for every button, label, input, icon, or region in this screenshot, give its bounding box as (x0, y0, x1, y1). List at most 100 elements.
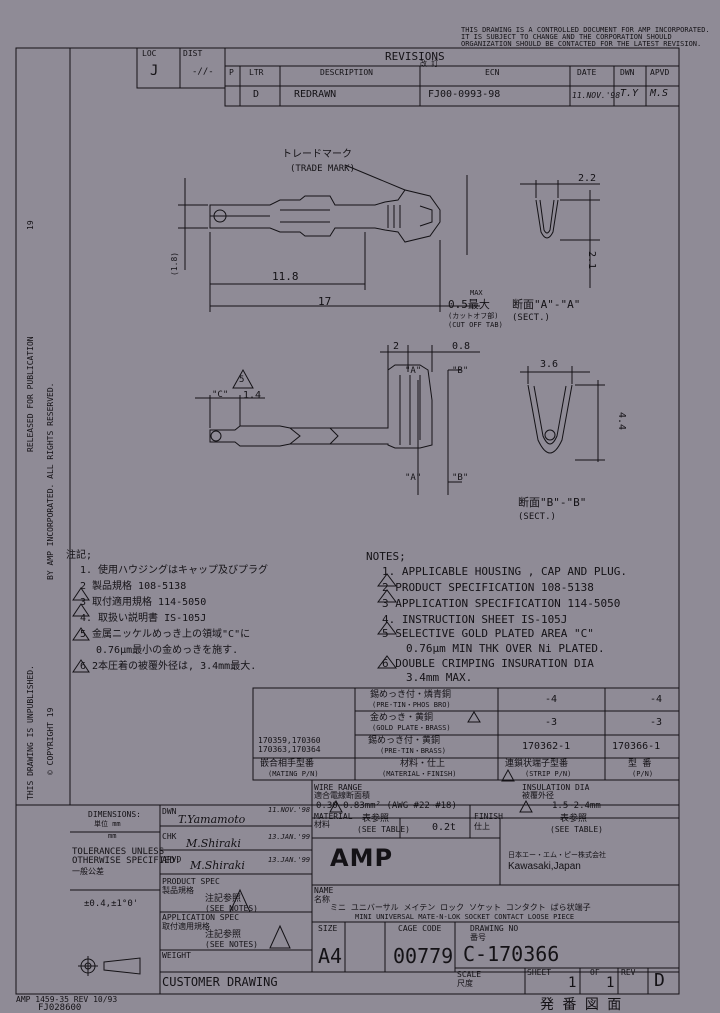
part-name: MINI UNIVERSAL MATE-N-LOK SOCKET CONTACT… (355, 913, 575, 921)
note-en-4: 4. INSTRUCTION SHEET IS-105J (382, 613, 568, 626)
chk-signature: M.Shiraki (186, 837, 241, 850)
max-label: MAX (470, 289, 483, 297)
apvd-label: APVD (162, 855, 182, 864)
section-bb-sect: (SECT.) (518, 512, 556, 522)
insulation-dia-value: 1.5~2.4mm (552, 801, 601, 811)
parts-table-lines (252, 687, 680, 781)
dimensions-jp: 単位 mm (94, 820, 121, 828)
row2-material: (GOLD PLATE・BRASS) (372, 724, 451, 732)
controlled-doc-notice-2: IT IS SUBJECT TO CHANGE AND THE CORPORAT… (461, 33, 672, 41)
dim-0-8: 0.8 (452, 341, 471, 352)
dim-11-8: 11.8 (272, 270, 299, 283)
product-spec-jp: 製品規格 (162, 886, 194, 895)
customer-drawing-label: CUSTOMER DRAWING (162, 975, 278, 989)
trade-mark-jp: トレードマーク (282, 149, 352, 160)
notes-en-title: NOTES; (366, 550, 406, 563)
tolerances-2: OTHERWISE SPECIFIED: (72, 856, 181, 866)
controlled-doc-notice-1: THIS DRAWING IS A CONTROLLED DOCUMENT FO… (461, 26, 710, 34)
drawing-stamp-jp: 発 番 図 面 (540, 997, 622, 1013)
rev-header-ecn: ECN (485, 68, 500, 77)
rev-header-apvd: APVD (650, 68, 670, 77)
dwn-label: DWN (162, 807, 177, 816)
revisions-title-jp: 改 訂 (420, 60, 439, 68)
dist-label: DIST (183, 49, 203, 58)
rev-row-apvd: M.S (650, 88, 669, 99)
cut-off-tab-jp: (カットオフ部) (448, 312, 499, 320)
row3-pn: 170366-1 (612, 741, 661, 752)
cut-off-tab-label: (CUT OFF TAB) (448, 321, 503, 329)
sheet-value: 1 (568, 975, 577, 991)
name-jp-label: 名称 (314, 895, 330, 904)
row1-pn: -4 (650, 694, 663, 705)
note-5-triangle (232, 368, 254, 389)
form-code: FJ028600 (38, 1003, 82, 1013)
dwn-date: 11.NOV.'98 (268, 806, 311, 814)
rev-header-date: DATE (577, 68, 597, 77)
finish-label: FINISH (474, 812, 503, 821)
product-spec-ref: (SEE NOTES) (205, 904, 258, 913)
revisions-title: REVISIONS (385, 50, 445, 63)
note-5-ref: 5 (239, 375, 245, 385)
cage-code-label: CAGE CODE (398, 924, 442, 933)
note-en-1: 1. APPLICABLE HOUSING , CAP AND PLUG. (382, 565, 628, 578)
title-block-lines (70, 768, 679, 994)
company-name-jp: 日本エー・エム・ピー株式会社 (508, 851, 606, 859)
chk-label: CHK (162, 832, 177, 841)
wire-range-label: WIRE RANGE (314, 783, 363, 792)
section-a-marker-top: "A" (405, 366, 422, 376)
section-aa-sect: (SECT.) (512, 313, 550, 323)
tolerance-value: ±0.4,±1°0' (84, 899, 139, 909)
note-jp-3: 3 取付適用規格 114-5050 (80, 597, 207, 608)
apvd-date: 13.JAN.'99 (268, 856, 311, 864)
header-material-jp: 材料・仕上 (400, 759, 446, 769)
rev-header-p: P (229, 68, 234, 77)
row1-material: (PRE-TIN・PHOS BRO) (372, 701, 451, 709)
weight-label: WEIGHT (162, 951, 191, 960)
dwn-signature: T.Yamamoto (178, 813, 246, 826)
units-mm: mm (108, 832, 117, 840)
row2-material-jp: 金めっき・黄銅 (370, 713, 434, 723)
header-mating: (MATING P/N) (268, 770, 319, 778)
finish-ref-jp: 表参照 (560, 814, 588, 824)
trade-mark-label: (TRADE MARK) (290, 164, 356, 174)
section-b-marker-bottom: "B" (452, 473, 469, 483)
row3-strip: 170362-1 (522, 741, 571, 752)
notes-jp-title: 注記; (66, 550, 93, 561)
side-year: 19 (26, 220, 35, 230)
header-strip-jp: 連鎖状端子型番 (505, 759, 569, 769)
dimensions-label: DIMENSIONS: (88, 810, 141, 819)
controlled-doc-notice-3: ORGANIZATION SHOULD BE CONTACTED FOR THE… (461, 40, 702, 48)
note-jp-6: 6 2本圧着の被覆外径は, 3.4mm最大. (80, 661, 257, 672)
product-spec-ref-jp: 注記参照 (205, 894, 242, 904)
dim-3-6: 3.6 (540, 359, 559, 370)
dim-2: 2 (393, 341, 400, 352)
dim-2-1: 2.1 (586, 250, 598, 270)
side-released: RELEASED FOR PUBLICATION (26, 336, 35, 452)
company-location: Kawasaki,Japan (508, 861, 581, 872)
form-number: AMP 1459-35 REV 10/93 (16, 995, 118, 1004)
of-value: 1 (606, 975, 615, 991)
rev-header-description: DESCRIPTION (320, 68, 373, 77)
c-area-label: "C" (212, 390, 229, 400)
insulation-dia-label: INSULATION DIA (522, 783, 590, 792)
note-en-5b: 0.76μm MIN THK OVER Ni PLATED. (406, 642, 605, 655)
rev-row-dwn: T.Y (620, 88, 639, 99)
application-spec-jp: 取付適用規格 (162, 922, 210, 931)
material-ref: (SEE TABLE) (357, 825, 410, 834)
rev-label: REV (621, 968, 636, 977)
row1-strip: -4 (545, 694, 558, 705)
rev-header-dwn: DWN (620, 68, 635, 77)
header-pn: (P/N) (632, 770, 654, 778)
scale-label: SCALE (457, 970, 482, 979)
note-jp-2: 2 製品規格 108-5138 (80, 581, 187, 592)
section-bb-title: 断面"B"-"B" (518, 496, 587, 509)
row3-mating-1: 170359,170360 (258, 736, 321, 745)
header-strip: (STRIP P/N) (525, 770, 572, 778)
side-unpublished: THIS DRAWING IS UNPUBLISHED. (26, 665, 35, 800)
dim-4-4: 4.4 (616, 411, 628, 431)
note-jp-5: 5 金属ニッケルめっき上の領域"C"に (80, 629, 251, 640)
apvd-signature: M.Shiraki (190, 859, 245, 872)
loc-value: J (150, 63, 159, 79)
section-aa-title: 断面"A"-"A" (512, 298, 581, 311)
chk-date: 13.JAN.'99 (268, 833, 311, 841)
